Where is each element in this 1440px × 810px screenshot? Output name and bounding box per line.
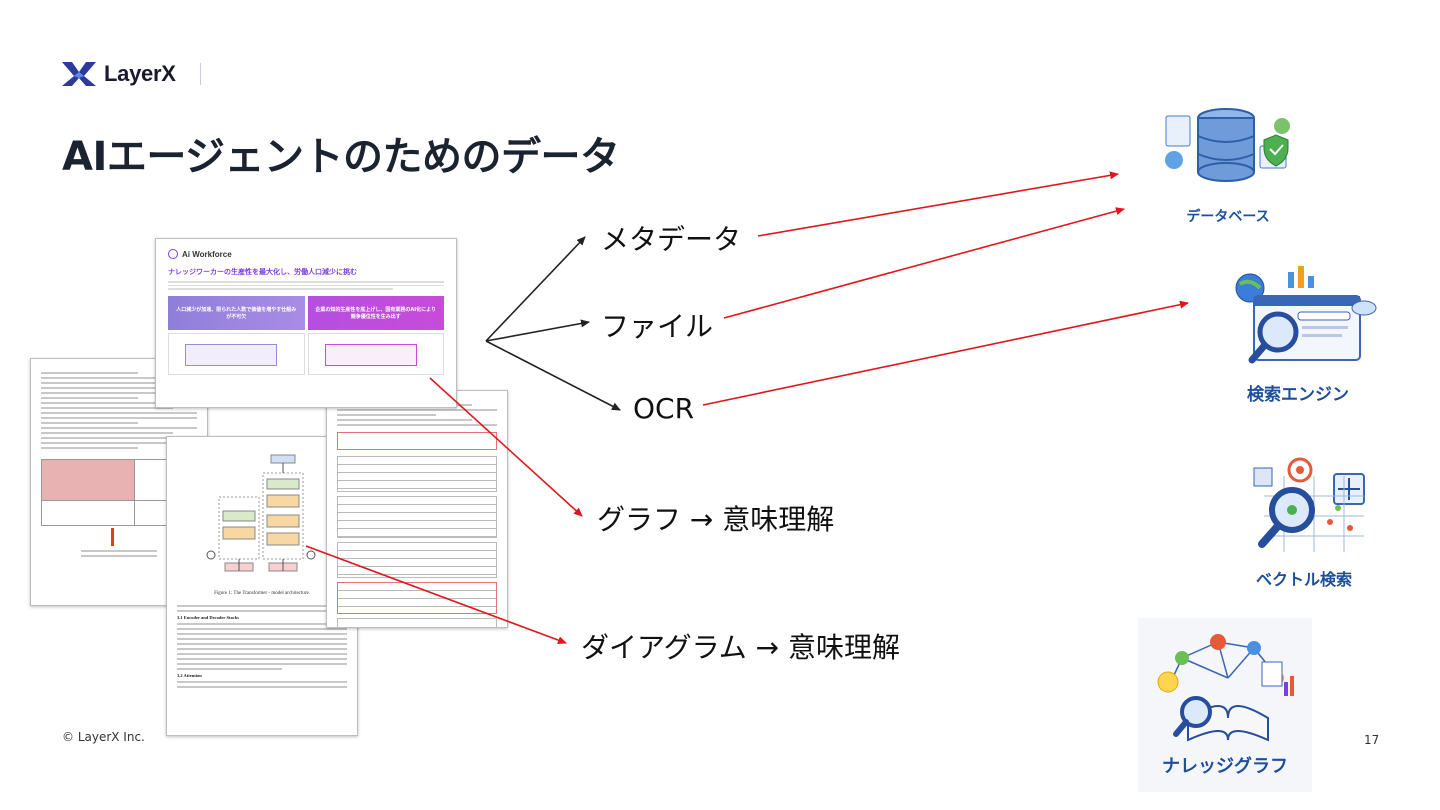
page-number: 17 bbox=[1364, 733, 1379, 747]
arrow-to-diagram bbox=[306, 546, 566, 643]
copyright: © LayerX Inc. bbox=[62, 730, 145, 744]
label-file: ファイル bbox=[601, 305, 713, 345]
arrow-metadata-to-database bbox=[758, 174, 1118, 236]
destination-knowledge-graph: ナレッジグラフ bbox=[1138, 618, 1312, 792]
label-graph: グラフ → 意味理解 bbox=[597, 498, 834, 538]
destination-vector-search: ベクトル検索 bbox=[1234, 456, 1374, 586]
destination-search-engine: 検索エンジン bbox=[1218, 266, 1378, 402]
search-engine-icon bbox=[1218, 266, 1378, 370]
arrow-to-ocr bbox=[486, 341, 620, 410]
label-ocr: OCR bbox=[633, 392, 694, 425]
caption-database: データベース bbox=[1160, 206, 1296, 226]
knowledge-graph-icon bbox=[1138, 618, 1312, 746]
caption-knowledge-graph: ナレッジグラフ bbox=[1138, 752, 1312, 778]
vector-search-icon bbox=[1234, 456, 1374, 556]
label-diagram: ダイアグラム → 意味理解 bbox=[581, 626, 900, 666]
caption-search-engine: 検索エンジン bbox=[1218, 380, 1378, 405]
caption-vector-search: ベクトル検索 bbox=[1234, 566, 1374, 590]
arrow-file-to-database bbox=[724, 209, 1124, 318]
label-metadata: メタデータ bbox=[601, 218, 741, 258]
arrow-ocr-to-search bbox=[703, 303, 1188, 405]
arrow-to-graph bbox=[430, 378, 582, 516]
destination-database: データベース bbox=[1160, 96, 1296, 226]
database-icon bbox=[1160, 96, 1296, 200]
